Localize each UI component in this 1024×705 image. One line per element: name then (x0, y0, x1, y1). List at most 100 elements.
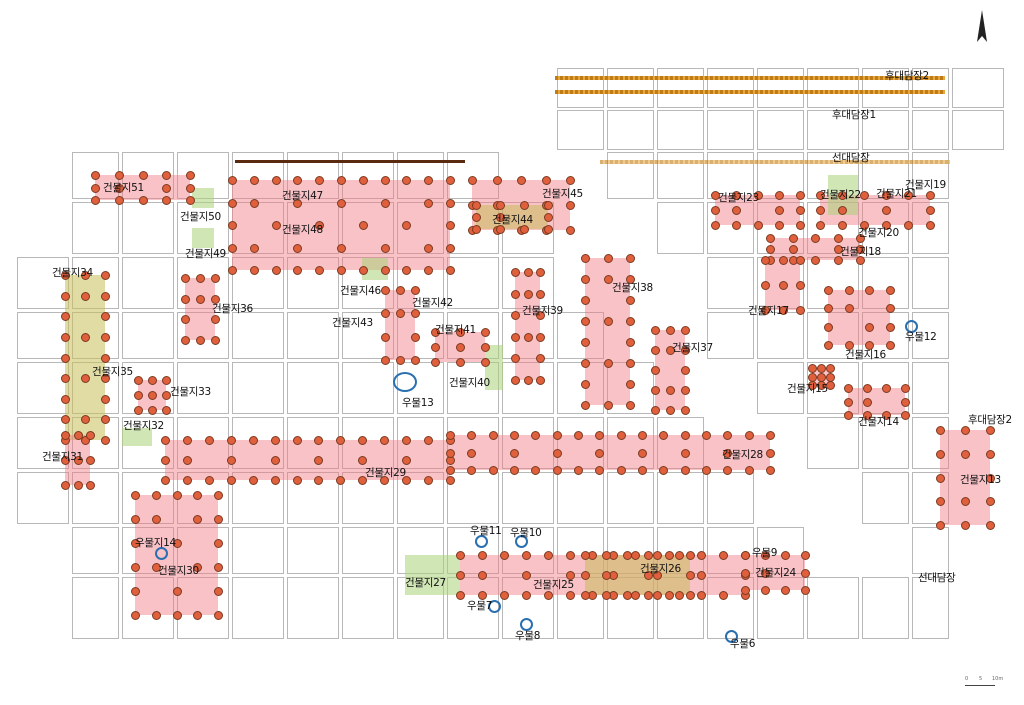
post-hole (131, 515, 140, 524)
post-hole (337, 176, 346, 185)
post-hole (293, 198, 303, 208)
post-hole (686, 571, 695, 580)
post-hole (686, 591, 695, 600)
excavation-plot (287, 257, 339, 309)
post-hole (488, 466, 498, 475)
building-32 (122, 428, 152, 446)
post-hole (681, 366, 690, 375)
post-hole (477, 571, 487, 580)
excavation-plot (707, 110, 754, 150)
post-hole (926, 221, 935, 230)
post-hole (204, 476, 214, 485)
building-28 (450, 435, 770, 470)
post-hole (134, 406, 143, 415)
post-hole (753, 221, 763, 230)
post-hole (186, 196, 195, 205)
post-hole (711, 221, 720, 230)
post-hole (552, 466, 562, 475)
post-hole (61, 431, 70, 440)
post-hole (315, 176, 325, 185)
label-well-13: 우물13 (402, 397, 434, 409)
post-hole (697, 551, 707, 560)
post-hole (228, 198, 237, 208)
post-hole (796, 221, 805, 230)
post-hole (523, 332, 533, 342)
post-hole (732, 191, 742, 200)
post-hole (761, 586, 770, 595)
post-hole (446, 266, 455, 275)
post-hole (162, 391, 171, 400)
post-hole (774, 206, 784, 215)
excavation-plot (287, 362, 339, 414)
excavation-plot (757, 312, 804, 359)
building-46 (362, 258, 388, 280)
excavation-plot (707, 527, 754, 574)
post-hole (358, 436, 368, 445)
excavation-plot (557, 110, 604, 150)
post-hole (402, 221, 412, 230)
post-hole (380, 243, 390, 253)
post-hole (766, 234, 775, 243)
excavation-plot (607, 152, 654, 199)
post-hole (446, 243, 455, 253)
post-hole (778, 281, 788, 290)
post-hole (595, 448, 605, 458)
post-hole (211, 274, 220, 283)
post-hole (961, 521, 970, 530)
post-hole (681, 346, 690, 355)
post-hole (172, 491, 182, 500)
label-building-31: 건물지31 (42, 451, 83, 463)
post-hole (882, 191, 891, 200)
excavation-plot (807, 110, 859, 150)
excavation-plot (122, 202, 174, 254)
post-hole (581, 591, 590, 600)
post-hole (936, 426, 945, 435)
post-hole (986, 497, 995, 507)
post-hole (766, 245, 775, 254)
building-50 (192, 188, 214, 208)
label-building-13: 건물지13 (960, 474, 1001, 486)
post-hole (61, 481, 70, 490)
post-hole (659, 431, 669, 440)
label-building-16: 건물지16 (845, 349, 886, 361)
post-hole (358, 221, 368, 230)
post-hole (666, 346, 675, 355)
excavation-plot (707, 68, 754, 108)
post-hole (161, 456, 170, 465)
excavation-plot (807, 312, 859, 359)
post-hole (196, 274, 205, 283)
post-hole (380, 266, 390, 275)
excavation-plot (17, 257, 69, 309)
excavation-plot (72, 527, 119, 574)
post-hole (581, 275, 590, 284)
post-hole (603, 254, 613, 263)
label-building-28: 건물지28 (722, 449, 763, 461)
post-hole (396, 309, 405, 319)
label-early-wall: 선대담장 (832, 152, 870, 164)
building-27 (405, 555, 460, 595)
building-37 (655, 330, 685, 410)
post-hole (477, 591, 487, 600)
post-hole (510, 448, 519, 458)
building-13 (940, 430, 990, 525)
excavation-plot (807, 577, 859, 639)
post-hole (817, 381, 826, 390)
post-hole (61, 394, 70, 404)
post-hole (228, 243, 237, 253)
scale-tick: 10m (992, 676, 1004, 682)
excavation-plot (862, 312, 909, 359)
post-hole (396, 286, 405, 295)
excavation-plot (502, 472, 554, 524)
excavation-plot (952, 110, 1004, 150)
post-hole (723, 448, 733, 458)
post-hole (680, 448, 690, 458)
label-well-6: 우물6 (730, 638, 756, 650)
post-hole (226, 436, 236, 445)
post-hole (138, 196, 148, 205)
post-hole (467, 448, 477, 458)
post-hole (248, 436, 258, 445)
post-hole (204, 436, 214, 445)
label-building-19: 건물지19 (905, 179, 946, 191)
post-hole (86, 431, 95, 440)
post-hole (753, 191, 763, 200)
